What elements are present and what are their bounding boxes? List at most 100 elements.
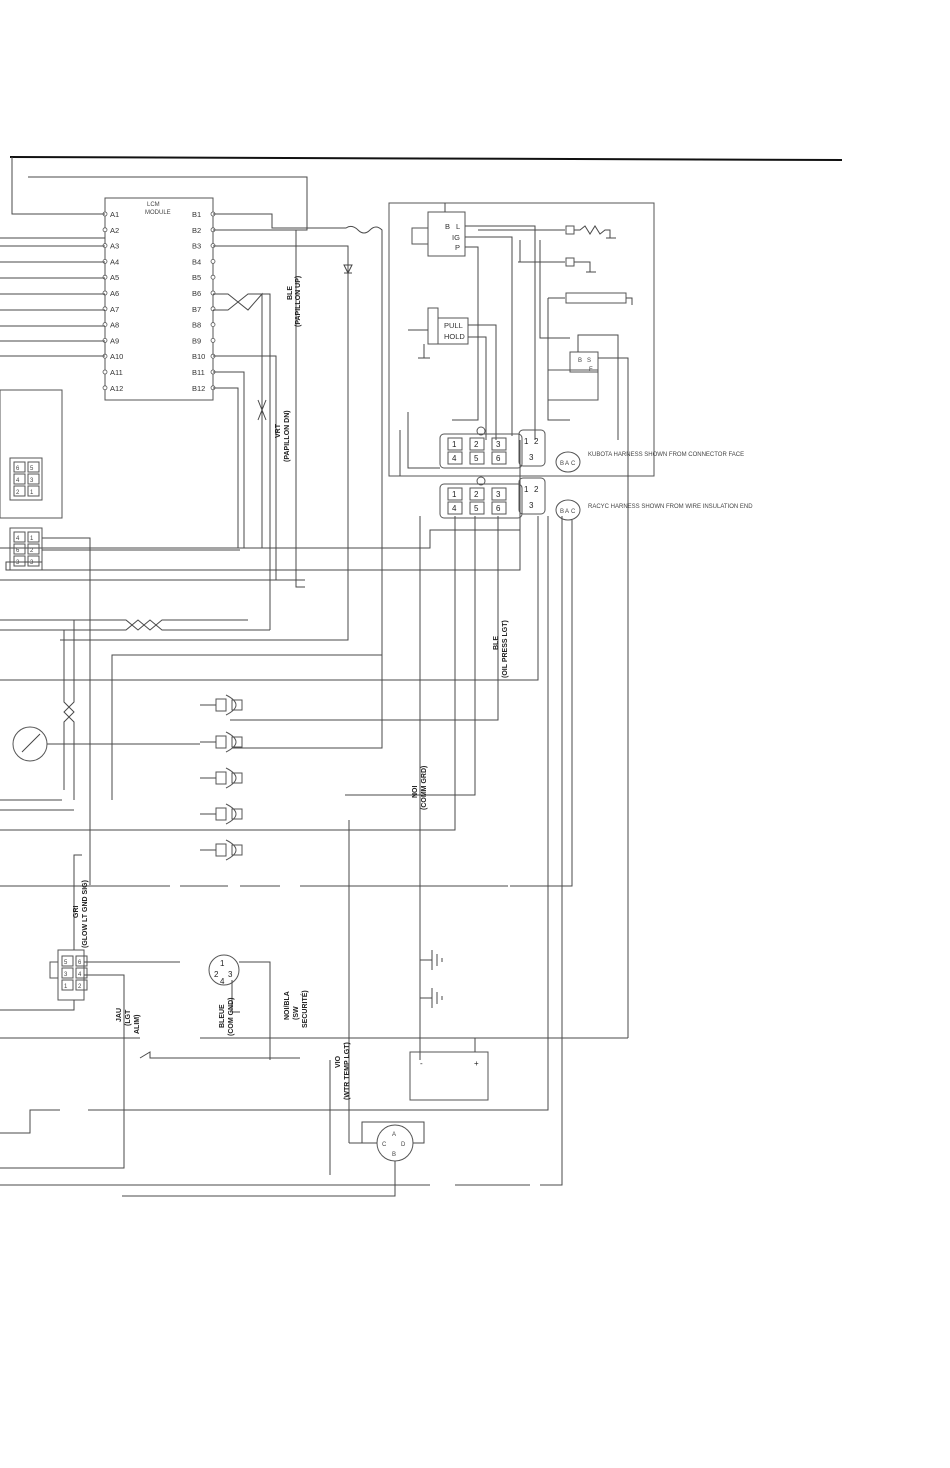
lcm-pin-a9: A9 (110, 336, 119, 345)
harness-wires (0, 516, 573, 1111)
block-cavity-number: 5 (30, 466, 34, 472)
block-cavity (75, 979, 88, 991)
connector-cavity (491, 437, 507, 451)
cavity-number: 3 (529, 453, 534, 462)
sensor-plug (215, 771, 227, 785)
block-cavity (13, 531, 26, 543)
connector-cavity (491, 487, 507, 501)
block-cavity (13, 485, 26, 497)
block-cavity-number: 6 (16, 466, 20, 472)
lcm-pin-dot (102, 385, 108, 391)
block-cavity-number: 6 (16, 548, 20, 554)
lcm-title-1: LCM (147, 202, 160, 208)
label-vio-2: (WTR TEMP LGT) (344, 1042, 351, 1100)
sensor-plug (215, 735, 227, 749)
block-cavity (13, 461, 26, 473)
cavity-number: 4 (452, 454, 457, 463)
label-ble-oil-2: (OIL PRESS LGT) (502, 620, 509, 678)
round-racyc-b: B (560, 509, 564, 515)
lcm-pin-a6: A6 (110, 289, 119, 298)
lcm-pin-b2: B2 (192, 226, 201, 235)
racyc-round-connector: B A C RACYC HARNESS SHOWN FROM WIRE INSU… (555, 499, 753, 521)
top-border-line (9, 156, 843, 161)
block-cavity-number: 3 (64, 972, 68, 978)
round-racyc-c: C (571, 509, 576, 515)
sensor-terminal (231, 844, 243, 856)
abcd-b: B (392, 1152, 396, 1158)
cavity-number: 4 (452, 504, 457, 513)
connector-cavity (447, 451, 463, 465)
block-cavity-number: 5 (64, 960, 68, 966)
switch-pin-ig: IG (452, 233, 460, 242)
lcm-pin-b11: B11 (192, 368, 205, 377)
block-cavity-number: 2 (30, 548, 34, 554)
lcm-pin-dot (102, 274, 108, 280)
block-cavity (27, 531, 40, 543)
connector-body (439, 483, 523, 519)
round-kubota-b: B (560, 461, 564, 467)
label-ble-up-2: (PAPILLON UP) (295, 276, 302, 327)
lcm-pin-a12: A12 (110, 384, 123, 393)
lcm-pin-b8: B8 (192, 321, 201, 330)
connector-body (439, 433, 523, 469)
round4-pin-1: 1 (220, 959, 225, 968)
cavity-number: 3 (496, 440, 501, 449)
sensor-terminal (231, 699, 243, 711)
lcm-pin-b5: B5 (192, 273, 201, 282)
round4-pin-3: 3 (228, 970, 233, 979)
starter-pin-f: F (589, 367, 593, 373)
label-ble-oil-1: BLE (493, 636, 500, 650)
racyc-note: RACYC HARNESS SHOWN FROM WIRE INSULATION… (588, 504, 753, 510)
lcm-pin-b4: B4 (192, 257, 201, 266)
label-noi-1: NOI (412, 786, 419, 799)
lcm-pin-b10: B10 (192, 352, 205, 361)
cavity-number: 3 (496, 490, 501, 499)
block-cavity-number: 1 (30, 536, 34, 542)
lcm-pin-b7: B7 (192, 305, 201, 314)
label-noibla-3: SECURITÉ) (300, 990, 309, 1028)
round4-pin-4: 4 (220, 977, 225, 986)
cavity-number: 1 (452, 440, 457, 449)
kubota-round-connector: B A C KUBOTA HARNESS SHOWN FROM CONNECTO… (555, 451, 744, 473)
label-gri-1: GRI (73, 906, 80, 919)
lcm-pin-b12: B12 (192, 384, 205, 393)
lcm-pin-dot (102, 369, 108, 375)
round4-pin-2: 2 (214, 970, 219, 979)
connector-cavity (491, 451, 507, 465)
label-bleue-1: BLEUE (219, 1004, 226, 1028)
cavity-number: 1 (452, 490, 457, 499)
sensor-head (225, 839, 237, 861)
block-cavity (13, 543, 26, 555)
cavity-number: 2 (534, 485, 539, 494)
round-kubota-a: A (565, 461, 569, 467)
cavity-number: 3 (529, 501, 534, 510)
battery-neg: - (420, 1059, 423, 1068)
solenoid-pull: PULL (444, 321, 463, 330)
block-cavity-number: 3 (30, 560, 34, 566)
label-gri-2: (GLOW LT GND SIG) (82, 880, 89, 948)
abcd-c: C (382, 1142, 387, 1148)
cavity-number: 2 (474, 440, 479, 449)
block-cavity-number: 1 (64, 984, 68, 990)
lcm-pin-b1: B1 (192, 210, 201, 219)
lcm-pin-a1: A1 (110, 210, 119, 219)
label-vrt-dn-2: (PAPILLON DN) (284, 410, 291, 462)
cavity-number: 5 (474, 454, 479, 463)
sensor-plug (215, 698, 227, 712)
sensor-plug (215, 807, 227, 821)
lcm-pin-a2: A2 (110, 226, 119, 235)
label-noibla-1: NOI/BLA (284, 991, 291, 1020)
block-cavity (27, 555, 40, 567)
left-connector-b: 4 1 6 2 3 3 (0, 440, 521, 885)
label-bleue-2: (COM GND) (228, 998, 235, 1037)
connector-key (476, 476, 486, 486)
block-cavity (27, 543, 40, 555)
sensor-terminal (231, 736, 243, 748)
kubota-note: KUBOTA HARNESS SHOWN FROM CONNECTOR FACE (588, 452, 744, 458)
block-cavity (75, 967, 88, 979)
cavity-number: 5 (474, 504, 479, 513)
block-cavity (27, 485, 40, 497)
